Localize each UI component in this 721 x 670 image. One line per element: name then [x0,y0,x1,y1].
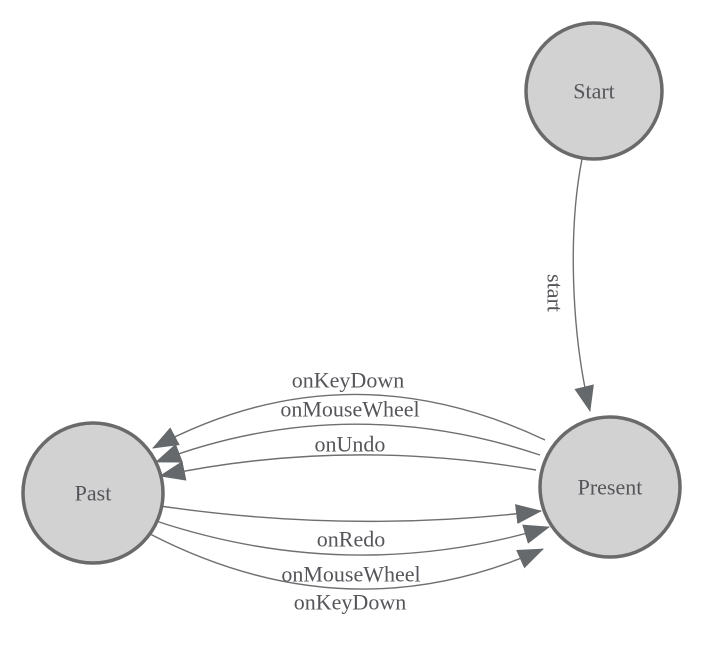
edge-past-to-present-onMouseWheel[interactable] [155,520,550,556]
edge-present-to-past-onKeyDown[interactable] [152,393,546,449]
edge-label-onUndo: onUndo [315,432,386,457]
edge-label-onMouseWheel: onMouseWheel [280,397,419,422]
edge-label-onMouseWheel: onMouseWheel [281,562,420,587]
edge-start-to-present-start[interactable] [572,158,594,412]
edge-label-onKeyDown: onKeyDown [294,590,406,615]
node-present-label: Present [578,475,643,500]
edge-label-onRedo: onRedo [317,527,385,552]
node-present-circle[interactable] [538,415,682,559]
edge-present-to-past-onMouseWheel[interactable] [155,423,541,463]
node-start-label: Start [573,79,615,104]
edge-past-to-present-onRedo[interactable] [159,504,542,524]
node-past-label: Past [75,481,112,506]
edge-past-to-present-onKeyDown[interactable] [149,533,544,590]
node-start-circle[interactable] [524,21,664,161]
edge-present-to-past-onUndo[interactable] [159,454,537,481]
node-past-circle[interactable] [21,421,165,565]
edge-label-onKeyDown: onKeyDown [292,368,404,393]
edge-label-start: start [542,274,567,312]
